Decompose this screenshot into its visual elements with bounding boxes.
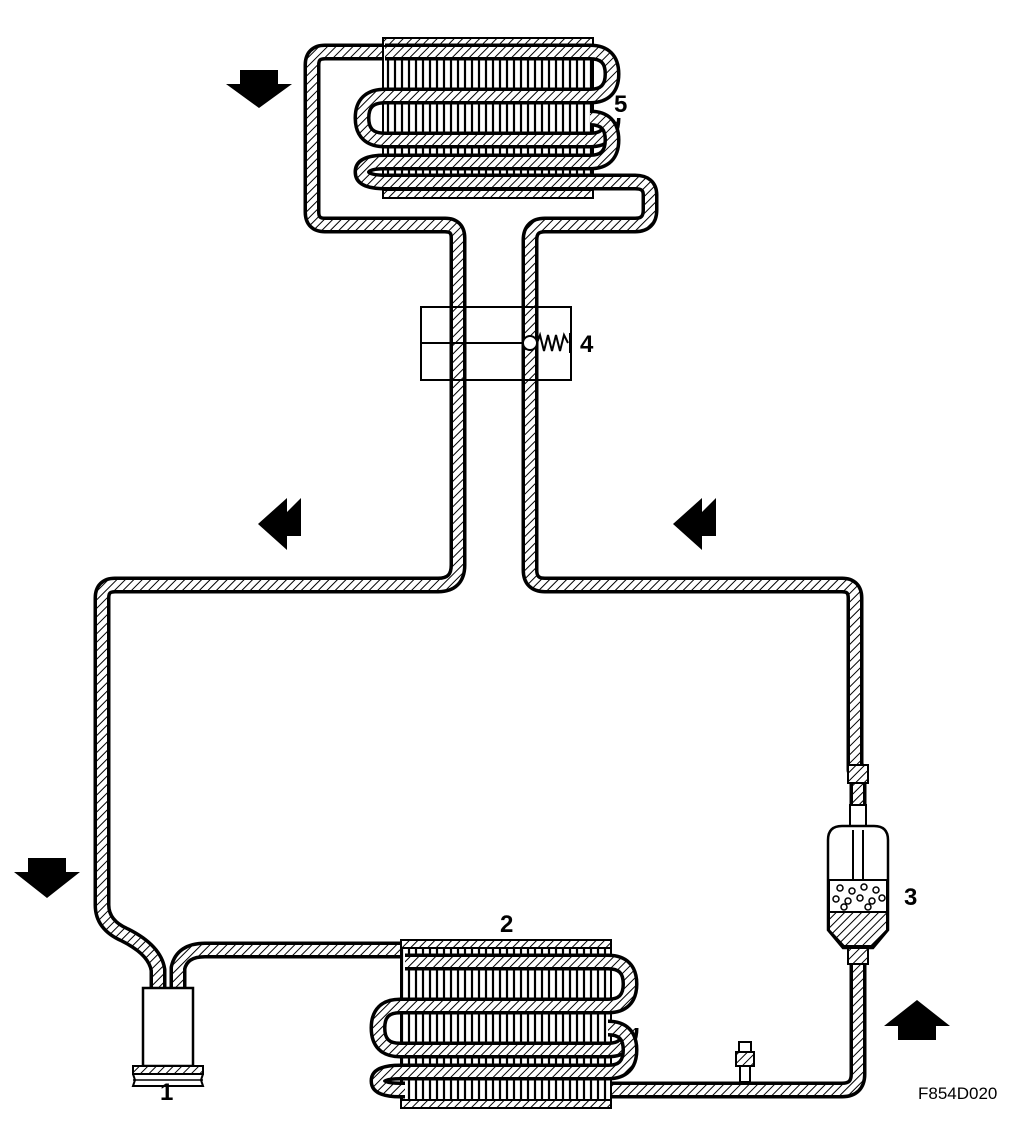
arrow-bottom-right bbox=[884, 1000, 950, 1040]
figure-code: F854D020 bbox=[918, 1084, 997, 1103]
pipework bbox=[93, 43, 867, 1099]
evaporator: 5 bbox=[353, 37, 635, 199]
expansion-valve-label: 4 bbox=[580, 331, 594, 358]
receiver-dryer-label: 3 bbox=[904, 884, 917, 911]
compressor-label: 1 bbox=[160, 1079, 173, 1106]
compressor: 1 bbox=[131, 986, 205, 1106]
arrow-mid-right bbox=[673, 498, 716, 550]
flow-arrows bbox=[14, 70, 950, 1040]
arrow-top-left bbox=[226, 70, 292, 108]
receiver-dryer: 3 bbox=[826, 764, 917, 965]
pressure-switch bbox=[735, 1041, 755, 1083]
arrow-mid-left bbox=[258, 498, 301, 550]
expansion-valve: 4 bbox=[420, 306, 594, 381]
arrow-bottom-left bbox=[14, 858, 80, 898]
condenser-label: 2 bbox=[500, 911, 513, 938]
condenser: 2 bbox=[369, 911, 639, 1109]
evaporator-label: 5 bbox=[614, 91, 627, 118]
